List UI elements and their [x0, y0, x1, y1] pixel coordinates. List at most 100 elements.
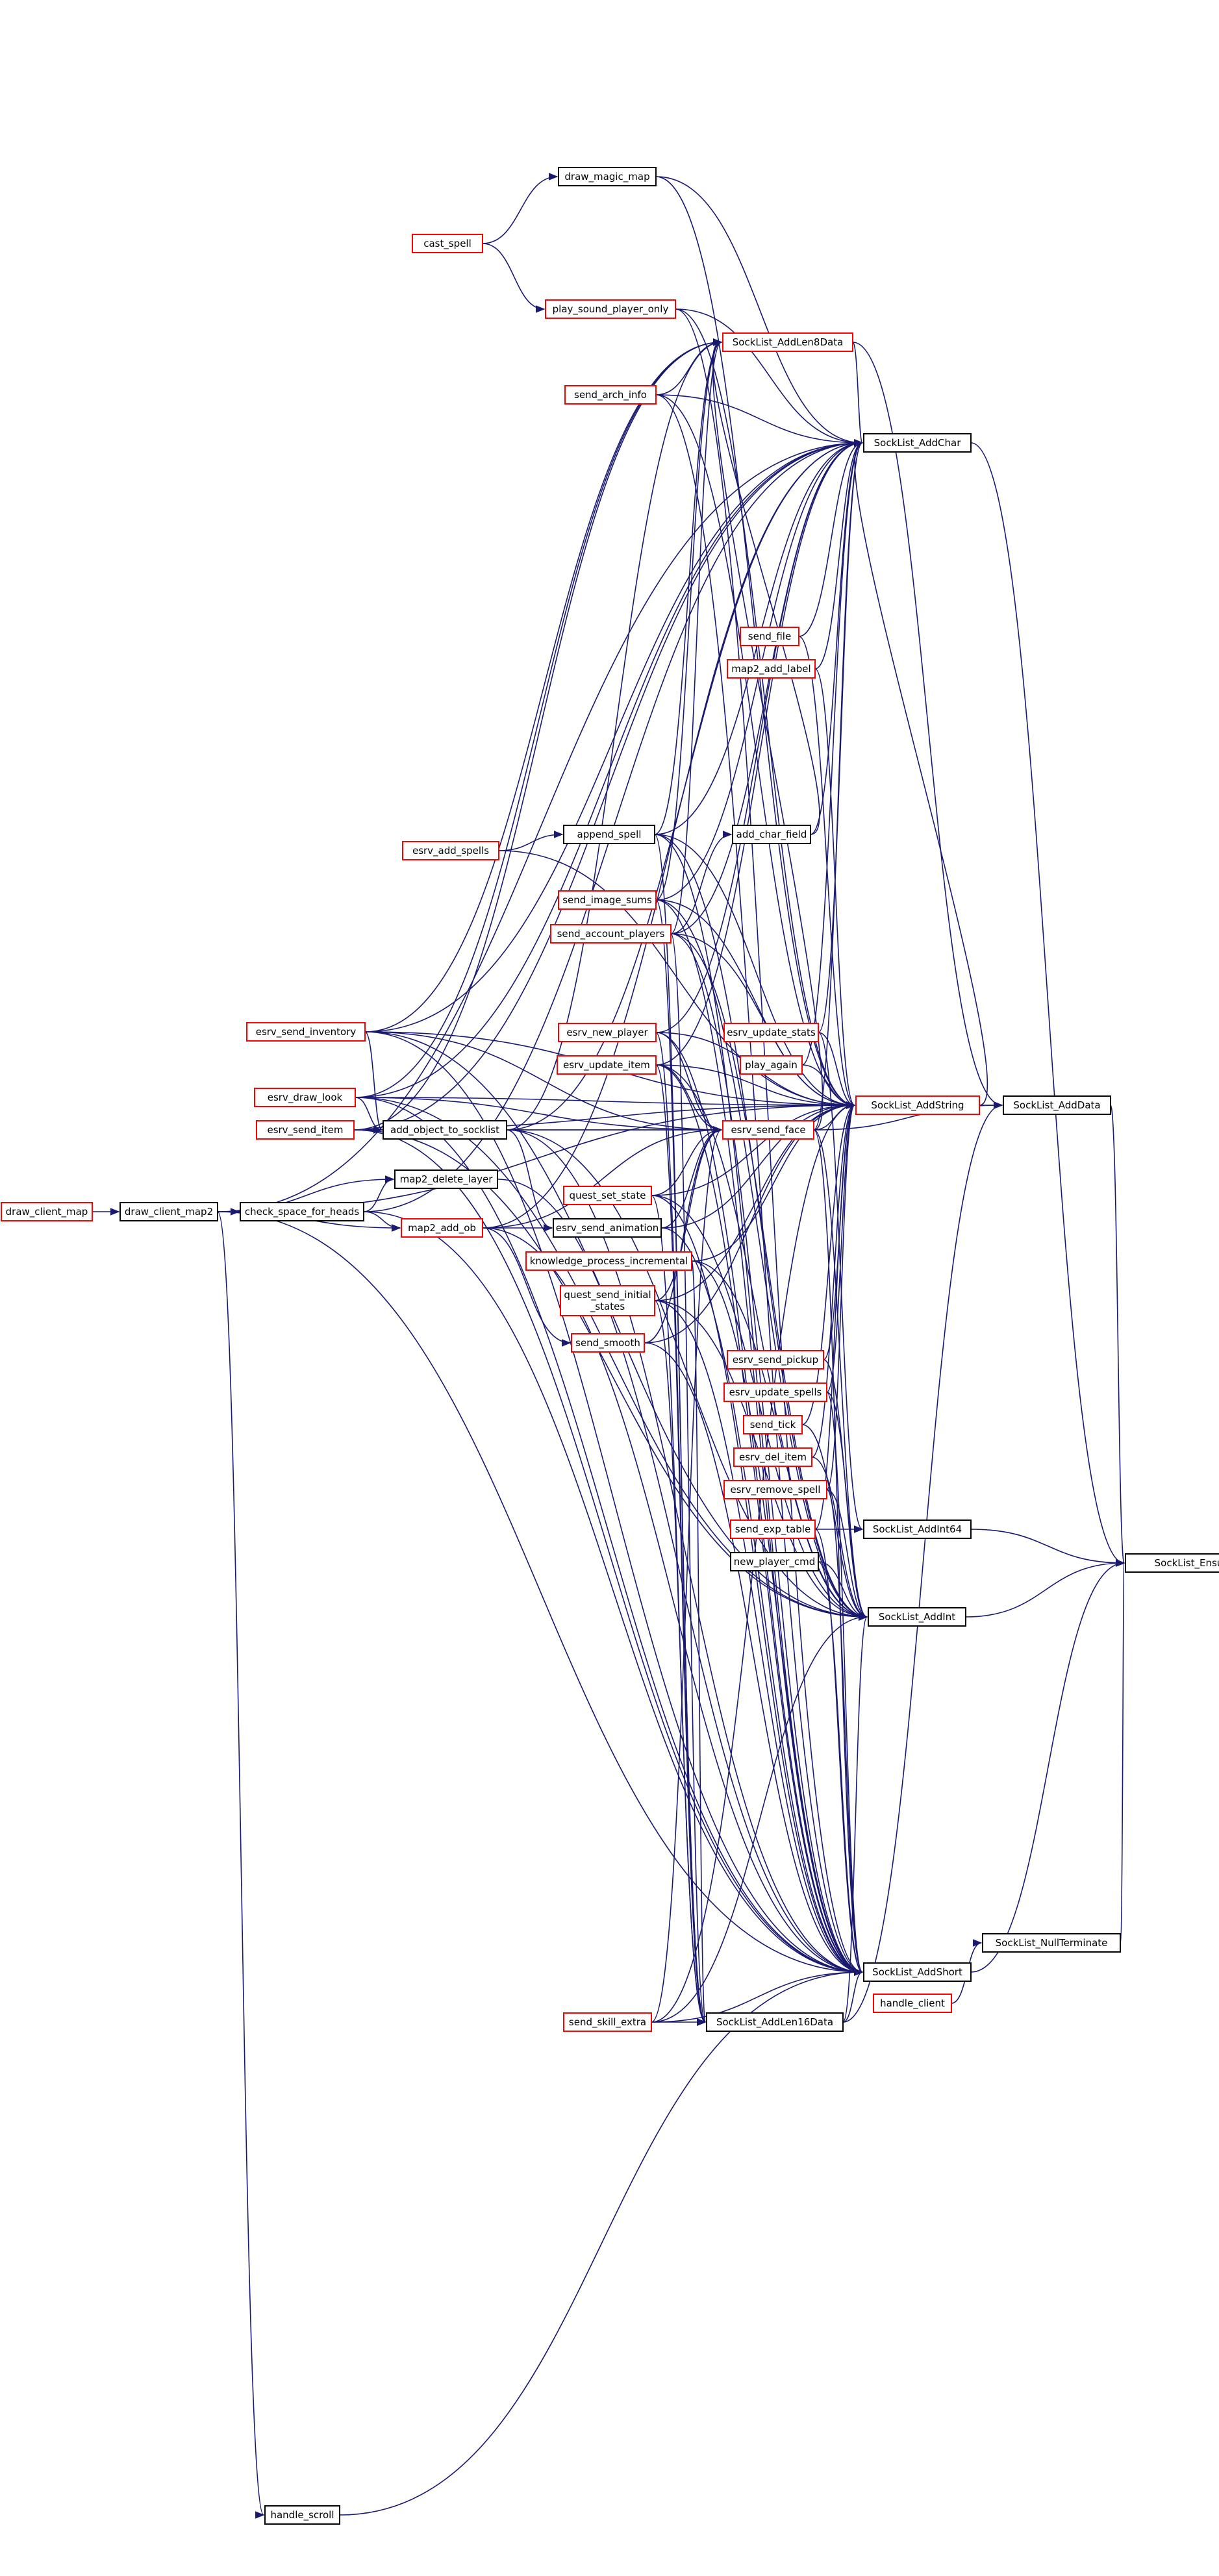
node-map2-add-label[interactable]: map2_add_label: [727, 659, 816, 679]
node-esrv-add-spells[interactable]: esrv_add_spells: [402, 841, 499, 860]
node-map2-delete-layer[interactable]: map2_delete_layer: [394, 1169, 498, 1189]
edge-esrv-new-player-to-socklist-addshort: [655, 1032, 864, 1976]
node-socklist-addstring[interactable]: SockList_AddString: [855, 1095, 980, 1115]
node-quest-send-initial-states[interactable]: quest_send_initial_states: [560, 1285, 655, 1316]
node-box: [730, 1552, 819, 1571]
node-new-player-cmd[interactable]: new_player_cmd: [730, 1552, 819, 1571]
edge-esrv-send-inventory-to-add-object-to-socklist: [364, 1031, 383, 1134]
node-box: [240, 1202, 364, 1221]
node-label: SockList_Ensure: [1155, 1557, 1219, 1569]
node-send-smooth[interactable]: send_smooth: [571, 1333, 645, 1353]
node-esrv-send-animation[interactable]: esrv_send_animation: [553, 1218, 662, 1238]
node-label: send_skill_extra: [569, 2016, 646, 2029]
node-send-exp-table[interactable]: send_exp_table: [730, 1519, 816, 1539]
node-socklist-addlen16data[interactable]: SockList_AddLen16Data: [706, 2012, 844, 2032]
node-send-skill-extra[interactable]: send_skill_extra: [563, 2012, 652, 2032]
edge-esrv-update-item-to-socklist-addchar: [655, 439, 864, 1066]
node-socklist-addshort[interactable]: SockList_AddShort: [863, 1962, 972, 1982]
node-esrv-remove-spell[interactable]: esrv_remove_spell: [723, 1480, 827, 1499]
node-esrv-new-player[interactable]: esrv_new_player: [558, 1023, 657, 1042]
node-socklist-nullterminate[interactable]: SockList_NullTerminate: [982, 1933, 1121, 1953]
node-label: SockList_NullTerminate: [996, 1937, 1108, 1949]
node-handle-scroll[interactable]: handle_scroll: [264, 2505, 340, 2525]
node-esrv-draw-look[interactable]: esrv_draw_look: [254, 1088, 356, 1107]
node-box: [558, 1023, 657, 1042]
node-label: append_spell: [577, 829, 642, 841]
edge-draw-client-map2-to-socklist-addshort: [217, 1211, 864, 1976]
node-label: esrv_remove_spell: [731, 1484, 821, 1496]
node-send-arch-info[interactable]: send_arch_info: [564, 385, 657, 405]
node-knowledge-process-incremental[interactable]: knowledge_process_incremental: [525, 1251, 692, 1271]
node-esrv-send-face[interactable]: esrv_send_face: [722, 1120, 814, 1140]
node-box: [723, 1382, 827, 1402]
node-box: [394, 1169, 498, 1189]
node-esrv-send-inventory[interactable]: esrv_send_inventory: [246, 1022, 366, 1042]
node-socklist-addint64[interactable]: SockList_AddInt64: [863, 1519, 972, 1539]
node-esrv-update-item[interactable]: esrv_update_item: [557, 1055, 657, 1075]
node-cast-spell[interactable]: cast_spell: [412, 234, 483, 253]
node-map2-add-ob[interactable]: map2_add_ob: [401, 1218, 483, 1238]
node-add-object-to-socklist[interactable]: add_object_to_socklist: [383, 1120, 507, 1140]
edge-send-tick-to-socklist-addint: [801, 1424, 868, 1621]
node-esrv-update-spells[interactable]: esrv_update_spells: [723, 1382, 827, 1402]
node-box: [401, 1218, 483, 1238]
node-send-tick[interactable]: send_tick: [743, 1415, 803, 1434]
node-box: [982, 1933, 1121, 1953]
edge-quest-send-initial-states-to-socklist-addstring: [654, 1101, 856, 1301]
edge-map2-add-ob-to-esrv-send-face: [482, 1126, 723, 1229]
node-esrv-send-item[interactable]: esrv_send_item: [256, 1120, 355, 1140]
edge-send-skill-extra-to-esrv-send-face: [651, 1126, 723, 2023]
edge-quest-set-state-to-esrv-send-face: [651, 1126, 723, 1196]
node-send-image-sums[interactable]: send_image_sums: [558, 890, 657, 910]
node-esrv-send-pickup[interactable]: esrv_send_pickup: [727, 1350, 824, 1369]
node-draw-client-map2[interactable]: draw_client_map2: [119, 1202, 218, 1221]
node-esrv-del-item[interactable]: esrv_del_item: [733, 1447, 812, 1467]
node-append-spell[interactable]: append_spell: [563, 825, 655, 844]
node-label: quest_send_initial: [564, 1289, 651, 1301]
edge-layer: [92, 173, 1125, 2518]
edge-draw-client-map2-to-handle-scroll: [217, 1211, 265, 2518]
edge-esrv-send-inventory-to-socklist-addshort: [364, 1031, 864, 1976]
node-label: send_exp_table: [735, 1523, 811, 1536]
node-box: [553, 1218, 662, 1238]
node-socklist-adddata[interactable]: SockList_AddData: [1003, 1095, 1111, 1115]
edge-socklist-nullterminate-to-socklist-ensure: [1114, 1562, 1125, 1944]
node-socklist-ensure[interactable]: SockList_Ensure: [1125, 1553, 1219, 1573]
node-socklist-addchar[interactable]: SockList_AddChar: [863, 433, 972, 453]
edge-play-sound-player-only-to-socklist-addshort: [675, 308, 864, 1976]
edge-map2-add-label-to-socklist-addchar: [814, 439, 864, 669]
node-label: map2_add_label: [731, 663, 811, 675]
node-box: [727, 1350, 824, 1369]
node-draw-client-map[interactable]: draw_client_map: [1, 1202, 93, 1221]
node-draw-magic-map[interactable]: draw_magic_map: [558, 167, 657, 186]
node-label: _states: [590, 1301, 625, 1313]
node-esrv-update-stats[interactable]: esrv_update_stats: [723, 1023, 819, 1042]
node-socklist-addlen8data[interactable]: SockList_AddLen8Data: [722, 332, 853, 352]
node-add-char-field[interactable]: add_char_field: [732, 825, 811, 844]
node-box: [873, 1994, 952, 2013]
node-send-file[interactable]: send_file: [740, 627, 799, 646]
node-box: [254, 1088, 356, 1107]
edge-cast-spell-to-draw-magic-map: [482, 173, 559, 244]
node-play-again[interactable]: play_again: [740, 1055, 803, 1075]
node-label: esrv_send_inventory: [256, 1026, 357, 1038]
node-check-space-for-heads[interactable]: check_space_for_heads: [240, 1202, 364, 1221]
edge-send-image-sums-to-socklist-addlen8data: [655, 338, 723, 901]
node-box: [557, 1055, 657, 1075]
node-box: [727, 659, 816, 679]
node-send-account-players[interactable]: send_account_players: [550, 924, 672, 944]
node-label: new_player_cmd: [734, 1556, 816, 1568]
node-box: [383, 1120, 507, 1140]
edge-esrv-send-face-to-socklist-addint: [813, 1129, 868, 1621]
node-box: [119, 1202, 218, 1221]
node-label: SockList_AddInt64: [873, 1523, 962, 1536]
edge-check-space-for-heads-to-map2-delete-layer: [363, 1175, 395, 1212]
node-quest-set-state[interactable]: quest_set_state: [563, 1186, 652, 1205]
node-label: SockList_AddLen8Data: [733, 336, 844, 349]
edge-esrv-send-face-to-socklist-addlen8data: [712, 338, 823, 1131]
node-handle-client[interactable]: handle_client: [873, 1994, 952, 2013]
node-label: esrv_update_spells: [729, 1386, 822, 1399]
node-socklist-addint[interactable]: SockList_AddInt: [868, 1607, 966, 1627]
node-box: [264, 2505, 340, 2525]
node-play-sound-player-only[interactable]: play_sound_player_only: [545, 299, 676, 319]
